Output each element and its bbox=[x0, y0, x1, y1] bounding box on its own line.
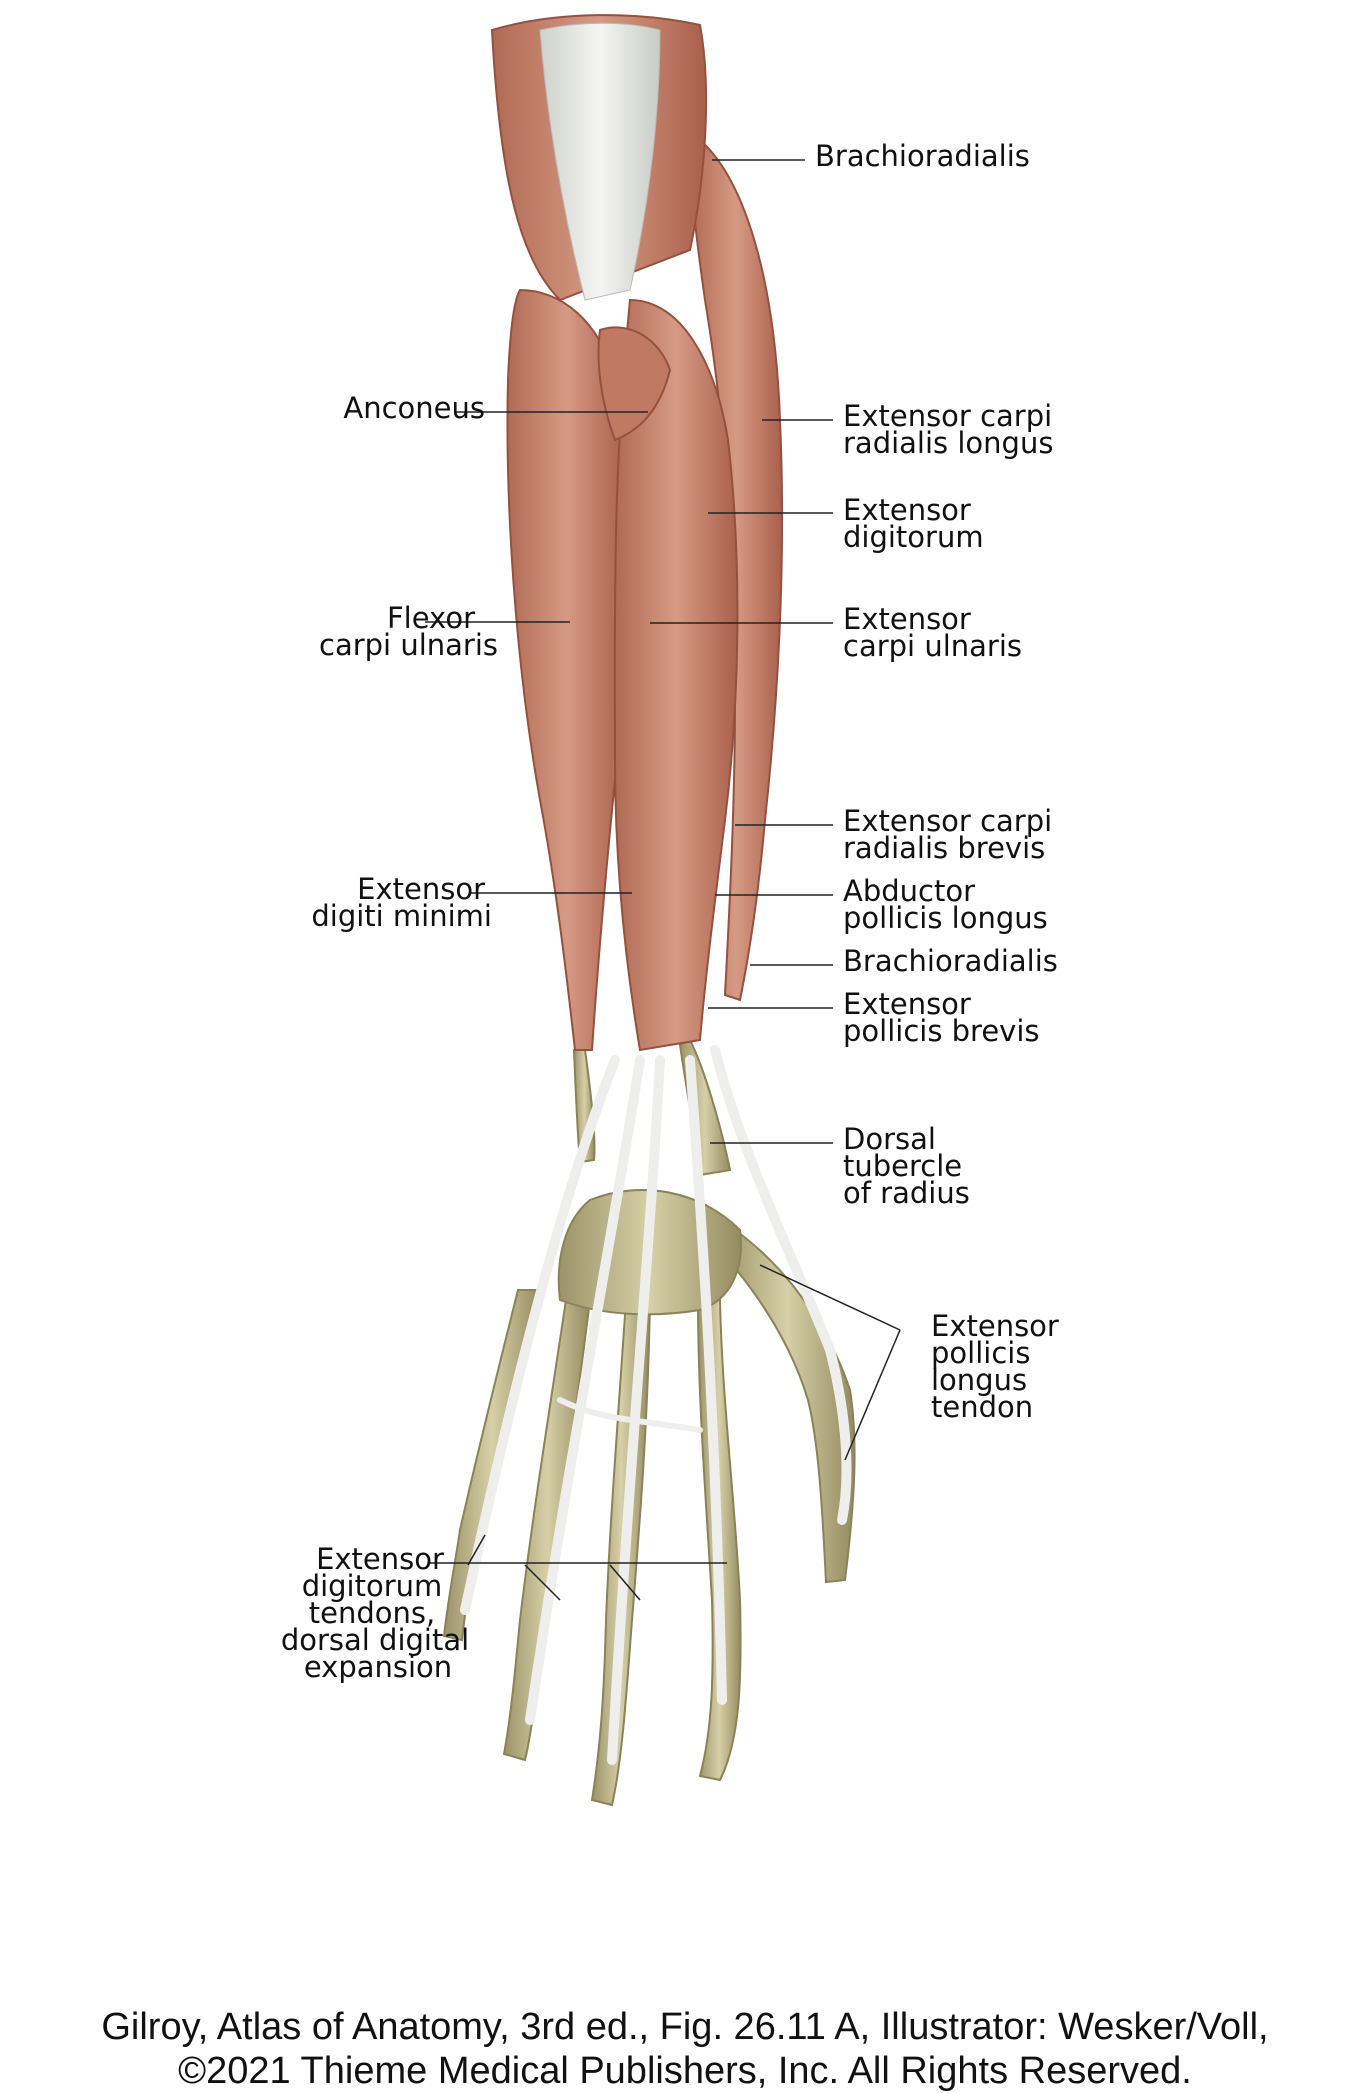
label-ext-dig-line1: Extensor bbox=[843, 493, 971, 527]
tendon-middle bbox=[607, 1055, 665, 1765]
label-edt-line3: tendons, bbox=[308, 1596, 436, 1630]
label-edm-line2: digiti minimi bbox=[311, 899, 492, 933]
label-epb-line1: Extensor bbox=[843, 987, 971, 1021]
label-brachioradialis-low: Brachioradialis bbox=[843, 944, 1058, 978]
tendon-thumb bbox=[710, 1045, 852, 1525]
label-dtr-line1: Dorsal bbox=[843, 1122, 936, 1156]
tendon-little bbox=[460, 1055, 620, 1615]
caption-line2: ©2021 Thieme Medical Publishers, Inc. Al… bbox=[178, 2050, 1192, 2092]
label-ext-dig-line2: digitorum bbox=[843, 520, 984, 554]
label-ecrl-line1: Extensor carpi bbox=[843, 399, 1053, 433]
tendon-ring bbox=[525, 1055, 645, 1725]
label-edm-line1: Extensor bbox=[357, 872, 485, 906]
label-edt-line4: dorsal digital bbox=[280, 1623, 470, 1657]
forearm-muscles bbox=[490, 14, 784, 1052]
label-brachioradialis-top: Brachioradialis bbox=[815, 139, 1030, 173]
extensor-tendons bbox=[460, 1045, 852, 1765]
label-ecu-line2: carpi ulnaris bbox=[843, 629, 1022, 663]
label-ecrb-line2: radialis brevis bbox=[843, 831, 1046, 865]
leader-epl-a bbox=[759, 1264, 901, 1331]
label-epl-line2: pollicis bbox=[931, 1336, 1031, 1370]
label-epl-line3: longus bbox=[931, 1363, 1028, 1397]
triceps-tendon bbox=[539, 22, 661, 301]
label-fcu-line2: carpi ulnaris bbox=[319, 628, 498, 662]
hand-bones bbox=[442, 1038, 856, 1807]
leader-lines bbox=[425, 159, 901, 1601]
label-dtr-line3: of radius bbox=[843, 1176, 970, 1210]
leader-edt-c bbox=[609, 1564, 641, 1601]
caption-line1: Gilroy, Atlas of Anatomy, 3rd ed., Fig. … bbox=[101, 2006, 1269, 2048]
label-epl-line4: tendon bbox=[931, 1390, 1034, 1424]
label-fcu-line1: Flexor bbox=[386, 601, 475, 635]
leader-edt-a bbox=[467, 1534, 486, 1566]
label-anconeus: Anconeus bbox=[343, 391, 485, 425]
extensor-group bbox=[613, 298, 739, 1052]
label-dtr-line2: tubercle bbox=[843, 1149, 963, 1183]
label-ecu-line1: Extensor bbox=[843, 602, 971, 636]
label-epb-line2: pollicis brevis bbox=[843, 1014, 1040, 1048]
label-edt-line1: Extensor bbox=[316, 1542, 444, 1576]
label-ecrb-line1: Extensor carpi bbox=[843, 804, 1053, 838]
juncturae bbox=[557, 1397, 703, 1433]
tendon-index bbox=[685, 1055, 727, 1705]
label-ecrl-line2: radialis longus bbox=[843, 426, 1054, 460]
label-edt-line2: digitorum bbox=[301, 1569, 443, 1603]
label-apl-line2: pollicis longus bbox=[843, 901, 1048, 935]
leader-edt-b bbox=[524, 1564, 561, 1601]
label-epl-line1: Extensor bbox=[931, 1309, 1059, 1343]
label-apl-line1: Abductor bbox=[843, 874, 976, 908]
leader-epl-b bbox=[844, 1329, 901, 1461]
label-edt-line5: expansion bbox=[303, 1650, 453, 1684]
thumb-bone bbox=[718, 1228, 856, 1584]
